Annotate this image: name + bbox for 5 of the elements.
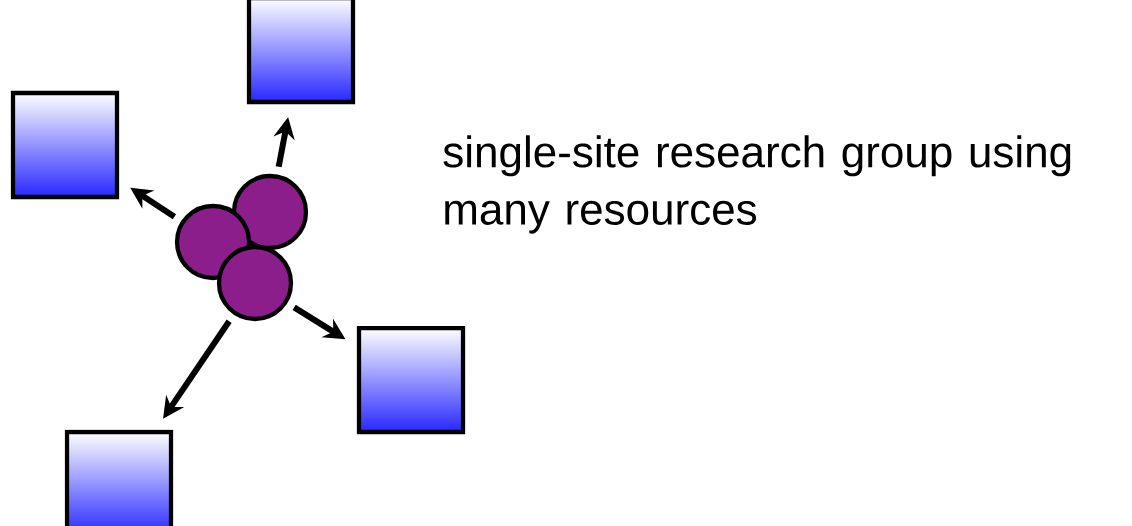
resource-square [10, 90, 120, 200]
resource-square [356, 325, 466, 435]
member-circle [216, 244, 294, 322]
member-circle [231, 173, 309, 251]
caption-text: single-site research group using many resources [443, 135, 1071, 234]
